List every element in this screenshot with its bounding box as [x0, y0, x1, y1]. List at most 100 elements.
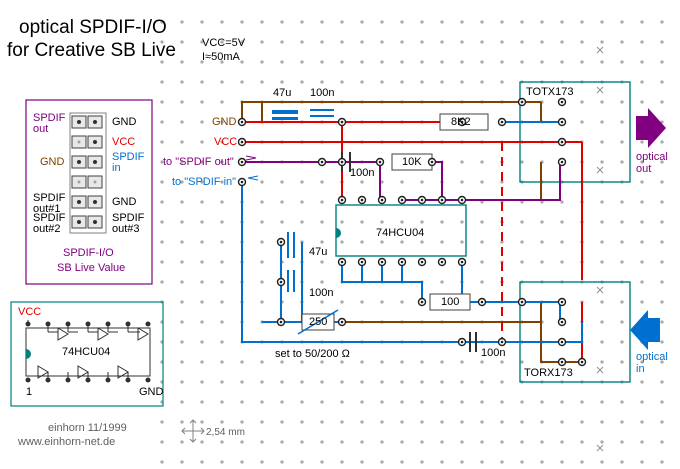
spdif-in-wires: [241, 121, 583, 343]
perfboard-grid: [160, 20, 664, 464]
conn-spdif-out1: SPDIF out#1: [33, 192, 66, 215]
connector-block: [69, 112, 107, 234]
solder-pad-hole: [240, 160, 244, 164]
pinout-gnd: GND: [139, 386, 164, 398]
pinout-ic-name: 74HCU04: [62, 346, 111, 358]
solder-pad-hole: [430, 160, 434, 164]
solder-pad-hole: [520, 300, 524, 304]
totx173-module: [519, 81, 631, 183]
footer-url: www.einhorn-net.de: [18, 436, 116, 448]
solder-pad-hole: [560, 140, 564, 144]
connector-frame: [25, 99, 153, 285]
conn-caption1: SPDIF-I/O: [63, 247, 114, 259]
solder-pad-hole: [460, 340, 464, 344]
cap-100n-top: [310, 109, 334, 117]
pinout-vcc: VCC: [18, 306, 42, 318]
label-ic: 74HCU04: [376, 227, 425, 239]
solder-pad-hole: [360, 260, 364, 264]
solder-pad-hole: [420, 198, 424, 202]
solder-pad-hole: [340, 198, 344, 202]
solder-pad-hole: [279, 320, 283, 324]
label-pot: 250: [309, 316, 328, 328]
label-c1: 47u: [273, 87, 292, 99]
supply-current: I≈50mA: [202, 51, 240, 63]
label-c5: 100n: [309, 287, 334, 299]
signal-to-spdif-out: to "SPDIF out": [163, 156, 234, 168]
conn-gnd-1: GND: [112, 116, 137, 128]
solder-pad-hole: [340, 320, 344, 324]
conn-gnd-2: GND: [112, 196, 137, 208]
footer-author: einhorn 11/1999: [48, 422, 127, 434]
pinout-pin1: 1: [26, 386, 33, 398]
solder-pad-hole: [560, 300, 564, 304]
optical-in-label1: optical: [636, 351, 668, 363]
conn-caption2: SB Live Value: [57, 262, 126, 274]
scale-cross-icon: [181, 419, 205, 443]
title-line1: optical SPDIF-I/O: [19, 17, 167, 38]
conn-vcc: VCC: [112, 136, 136, 148]
solder-pad-hole: [378, 160, 382, 164]
label-c2: 100n: [310, 87, 335, 99]
solder-pad-hole: [380, 198, 384, 202]
cap-47u-left: [287, 232, 295, 258]
label-r1: 8K2: [451, 116, 471, 128]
solder-pad-hole: [500, 340, 504, 344]
title-line2: for Creative SB Live: [7, 40, 176, 61]
cap-47u-top: [261, 102, 298, 122]
conn-spdif-out3: SPDIF out#3: [112, 212, 145, 235]
solder-pad-hole: [560, 120, 564, 124]
label-rx: TORX173: [524, 367, 573, 379]
optical-in-label2: in: [636, 363, 645, 375]
solder-pad-hole: [560, 360, 564, 364]
solder-pad-hole: [240, 120, 244, 124]
cap-100n-left: [287, 270, 295, 292]
in-direction-icon: [247, 175, 259, 181]
solder-pad-hole: [360, 198, 364, 202]
solder-pads: [237, 97, 587, 367]
conn-gnd-left: GND: [40, 156, 65, 168]
optical-out-label1: optical: [636, 151, 668, 163]
solder-pad-hole: [340, 160, 344, 164]
ic-notch: [336, 228, 341, 238]
solder-pad-hole: [560, 160, 564, 164]
connector-diagram: [25, 99, 153, 285]
solder-pad-hole: [440, 198, 444, 202]
resistor-100: [429, 293, 471, 311]
conn-spdif-out: SPDIF out: [33, 112, 66, 135]
solder-pad-hole: [279, 240, 283, 244]
label-r2: 10K: [402, 156, 422, 168]
conn-spdif-out2: SPDIF out#2: [33, 212, 66, 235]
signal-vcc: VCC: [214, 136, 238, 148]
solder-pad-hole: [520, 100, 524, 104]
solder-pad-hole: [320, 160, 324, 164]
label-r3: 100: [441, 296, 460, 308]
solder-pad-hole: [420, 300, 424, 304]
torx173-module: [519, 281, 631, 383]
solder-pad-hole: [560, 100, 564, 104]
label-c6: 100n: [481, 347, 506, 359]
solder-pad-hole: [460, 120, 464, 124]
optical-out-label2: out: [636, 163, 652, 175]
solder-pad-hole: [400, 198, 404, 202]
gnd-wires: [241, 101, 582, 363]
label-pot-note: set to 50/200 Ω: [275, 348, 350, 360]
solder-pad-hole: [500, 120, 504, 124]
cap-100n-bottom: [469, 332, 477, 352]
solder-pad-hole: [240, 180, 244, 184]
optical-in-arrow: [630, 310, 660, 350]
conn-spdif-in: SPDIF in: [112, 151, 145, 174]
solder-pad-hole: [340, 260, 344, 264]
solder-pad-hole: [460, 260, 464, 264]
supply-voltage: VCC=5V: [202, 37, 246, 49]
solder-pad-hole: [380, 260, 384, 264]
solder-pad-hole: [560, 340, 564, 344]
out-direction-icon: [245, 155, 257, 161]
solder-pad-hole: [240, 140, 244, 144]
solder-pad-hole: [580, 360, 584, 364]
solder-pad-hole: [560, 320, 564, 324]
vcc-wires: [242, 121, 583, 362]
solder-pad-hole: [440, 260, 444, 264]
label-c3: 100n: [350, 167, 375, 179]
footer-grid: 2,54 mm: [206, 427, 245, 438]
